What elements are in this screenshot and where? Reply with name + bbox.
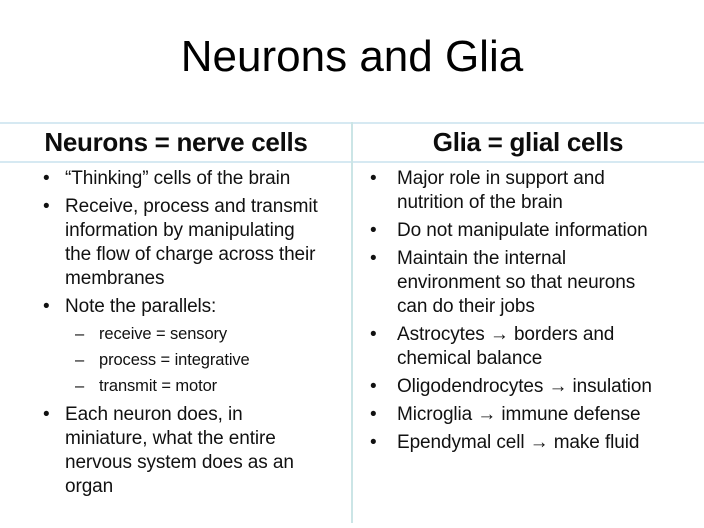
sub-bullet-text: process = integrative (99, 351, 250, 369)
bullet-item: • Oligodendrocytes → insulation (370, 375, 700, 399)
bullet-item: • Astrocytes → borders and chemical bala… (370, 323, 700, 371)
bullet-text: Do not manipulate information (397, 220, 648, 241)
bullet-icon: • (370, 432, 377, 453)
bullet-item: • Receive, process and transmit informat… (43, 195, 346, 291)
bullet-icon: • (370, 404, 377, 425)
bullet-item: • “Thinking” cells of the brain (43, 167, 346, 191)
dash-icon: – (75, 377, 85, 395)
bullet-text: Each neuron does, in miniature, what the… (65, 404, 294, 497)
dash-icon: – (75, 351, 85, 369)
bullet-icon: • (370, 220, 377, 241)
bullet-text: Ependymal cell → make fluid (397, 432, 640, 453)
dash-icon: – (75, 325, 85, 343)
bullet-item: • Microglia → immune defense (370, 403, 700, 427)
sub-bullet-item: – process = integrative (75, 347, 346, 373)
neurons-bullet-list: • “Thinking” cells of the brain • Receiv… (0, 163, 352, 499)
bullet-text: “Thinking” cells of the brain (65, 168, 291, 189)
bullet-text: Major role in support and nutrition of t… (397, 168, 605, 213)
bullet-item: • Maintain the internal environment so t… (370, 247, 700, 319)
bullet-text: Oligodendrocytes → insulation (397, 376, 652, 397)
sub-bullet-list: – receive = sensory – process = integrat… (43, 319, 346, 399)
bullet-icon: • (43, 296, 50, 317)
bullet-item: • Ependymal cell → make fluid (370, 431, 700, 455)
column-divider (351, 122, 353, 523)
sub-bullet-item: – transmit = motor (75, 373, 346, 399)
header-cell-glia: Glia = glial cells (432, 127, 624, 157)
neurons-column: • “Thinking” cells of the brain • Receiv… (0, 163, 352, 503)
bullet-text: Astrocytes → borders and chemical balanc… (397, 324, 615, 369)
bullet-icon: • (370, 324, 377, 345)
table-body: • “Thinking” cells of the brain • Receiv… (0, 163, 704, 503)
bullet-item: • Note the parallels: – receive = sensor… (43, 295, 346, 399)
sub-bullet-text: receive = sensory (99, 325, 228, 343)
bullet-item: • Do not manipulate information (370, 219, 700, 243)
bullet-icon: • (43, 168, 50, 189)
sub-bullet-item: – receive = sensory (75, 321, 346, 347)
bullet-item: • Major role in support and nutrition of… (370, 167, 700, 215)
bullet-text: Microglia → immune defense (397, 404, 641, 425)
comparison-table: Neurons = nerve cells Glia = glial cells… (0, 122, 704, 528)
bullet-text: Maintain the internal environment so tha… (397, 248, 636, 317)
bullet-icon: • (370, 248, 377, 269)
page-title: Neurons and Glia (180, 32, 524, 81)
bullet-icon: • (370, 168, 377, 189)
bullet-icon: • (43, 196, 50, 217)
glia-bullet-list: • Major role in support and nutrition of… (352, 163, 704, 455)
bullet-text: Receive, process and transmit informatio… (65, 196, 318, 289)
header-cell-neurons: Neurons = nerve cells (44, 127, 308, 157)
bullet-item: • Each neuron does, in miniature, what t… (43, 403, 346, 499)
sub-bullet-text: transmit = motor (99, 377, 218, 395)
bullet-icon: • (43, 404, 50, 425)
glia-column: • Major role in support and nutrition of… (352, 163, 704, 503)
bullet-icon: • (370, 376, 377, 397)
bullet-text: Note the parallels: (65, 296, 217, 317)
